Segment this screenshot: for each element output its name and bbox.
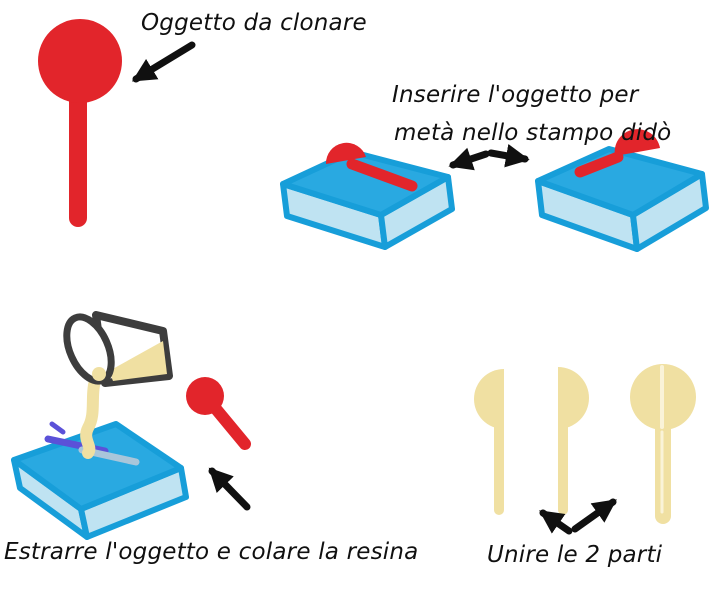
arrow-to-bottom-mold-icon bbox=[208, 467, 251, 511]
label-extract-and-pour: Estrarre l'oggetto e colare la resina bbox=[4, 539, 419, 565]
mold-imprint-groove-purple bbox=[44, 435, 109, 455]
embedded-stem-left-mold bbox=[346, 158, 418, 192]
mold-right-top-face bbox=[535, 146, 705, 218]
mold-right bbox=[535, 129, 709, 252]
resin-pour-stream bbox=[80, 368, 103, 459]
resin-inside-cup bbox=[109, 341, 167, 381]
arrow-to-original-object-icon bbox=[131, 41, 196, 83]
label-insert-object-line1: Inserire l'oggetto per bbox=[392, 82, 639, 108]
resin-at-cup-lip bbox=[92, 367, 106, 381]
embedded-stem-right-mold bbox=[574, 151, 624, 178]
label-insert-object-line2: metà nello stampo didò bbox=[394, 120, 672, 146]
resin-half-right-ball bbox=[558, 367, 589, 429]
lollipop-ball bbox=[38, 19, 122, 103]
extracted-lollipop-stem bbox=[210, 403, 251, 450]
resin-half-left-ball bbox=[474, 369, 504, 429]
resin-cup bbox=[63, 311, 173, 387]
embedded-ball-half-left-mold bbox=[325, 142, 366, 164]
extracted-object-lollipop bbox=[186, 377, 251, 450]
resin-half-left bbox=[474, 369, 504, 515]
resin-half-right bbox=[558, 367, 589, 515]
embedded-ball-half-right-mold bbox=[614, 129, 660, 156]
cup-mouth bbox=[63, 313, 115, 385]
resin-joined-clone bbox=[630, 364, 696, 524]
label-join-parts: Unire le 2 parti bbox=[487, 542, 663, 568]
arrow-to-left-mold-icon bbox=[448, 147, 490, 171]
mold-corner-imprint-mark bbox=[49, 421, 66, 435]
arrow-to-left-half-icon bbox=[539, 509, 573, 535]
arrow-to-right-mold-icon bbox=[487, 143, 530, 168]
label-object-to-clone: Oggetto da clonare bbox=[141, 10, 367, 36]
mold-bottom bbox=[11, 421, 189, 540]
mold-left bbox=[280, 142, 455, 250]
extracted-lollipop-ball bbox=[186, 377, 224, 415]
arrow-to-joined-parts-icon bbox=[571, 498, 617, 533]
original-object-lollipop bbox=[38, 19, 122, 227]
